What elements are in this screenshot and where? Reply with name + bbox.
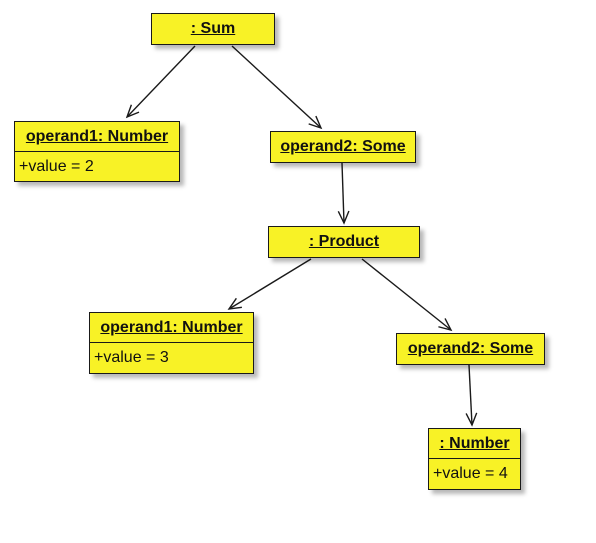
object-sum-operand2-title: operand2: Some: [280, 138, 406, 155]
link-product-to-product_operand1: [227, 258, 312, 310]
object-product-operand1[interactable]: operand1: Number +value = 3: [89, 312, 254, 374]
object-product-operand2[interactable]: operand2: Some: [396, 333, 545, 365]
object-sum-operand2[interactable]: operand2: Some: [270, 131, 416, 163]
link-sum-to-sum_operand2: [231, 45, 323, 130]
object-number-title: : Number: [429, 429, 520, 459]
object-sum[interactable]: : Sum: [151, 13, 275, 45]
object-product[interactable]: : Product: [268, 226, 420, 258]
object-sum-operand1-attribute: +value = 2: [19, 158, 94, 175]
arrowhead-icon: [337, 210, 350, 225]
object-number-attribute: +value = 4: [433, 465, 508, 482]
object-sum-operand1-title: operand1: Number: [15, 122, 179, 152]
arrowhead-icon: [308, 115, 323, 130]
object-sum-operand1[interactable]: operand1: Number +value = 2: [14, 121, 180, 182]
object-product-operand1-title: operand1: Number: [90, 313, 253, 343]
arrowhead-icon: [227, 297, 242, 310]
link-product_operand2-to-number: [465, 364, 478, 427]
link-product-to-product_operand2: [361, 258, 453, 332]
object-sum-title: : Sum: [190, 20, 236, 37]
arrowhead-icon: [465, 412, 478, 427]
arrowhead-icon: [438, 318, 453, 332]
object-product-title: : Product: [308, 233, 380, 250]
link-sum-to-sum_operand1: [125, 45, 196, 119]
link-sum_operand2-to-product: [337, 162, 350, 225]
object-product-operand2-title: operand2: Some: [407, 340, 534, 357]
object-number[interactable]: : Number +value = 4: [428, 428, 521, 490]
object-product-operand1-attribute: +value = 3: [94, 349, 169, 366]
arrowhead-icon: [125, 104, 140, 119]
